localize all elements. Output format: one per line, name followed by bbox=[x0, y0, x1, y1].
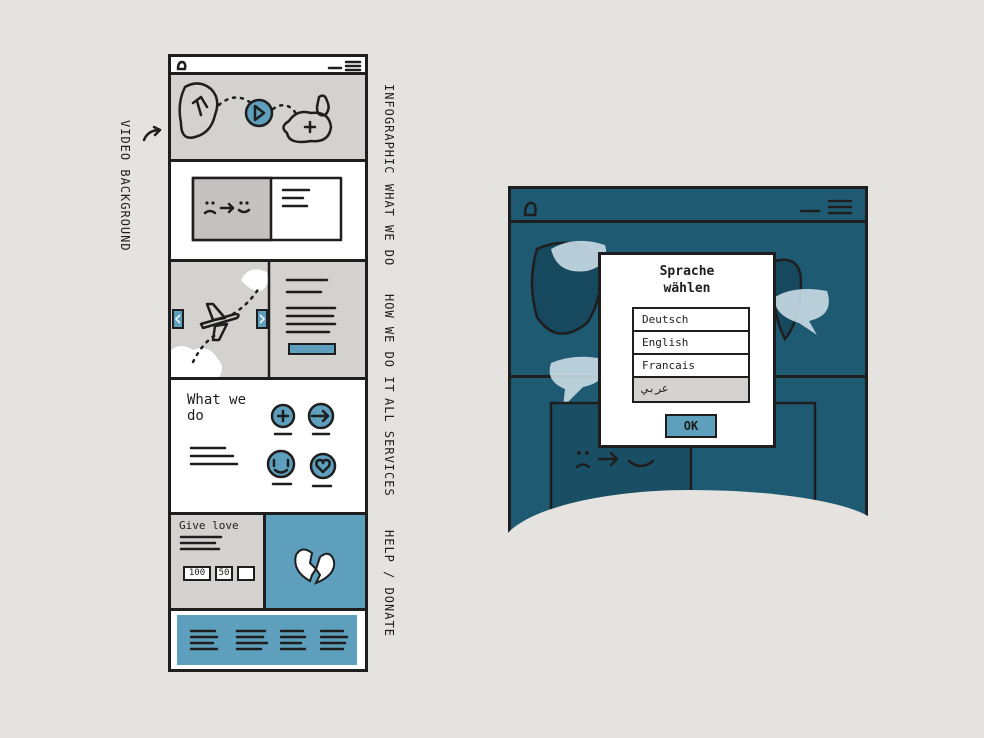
annotation-arrow-icon bbox=[142, 125, 162, 142]
infographic-sketch bbox=[178, 82, 333, 144]
sad-to-happy-icon bbox=[575, 451, 655, 469]
next-arrow-button bbox=[256, 309, 268, 329]
map-island-icon bbox=[178, 82, 219, 139]
cta-button bbox=[288, 343, 336, 355]
language-option-list: Deutsch English Francais عربي bbox=[632, 307, 750, 403]
wire-what-we-do bbox=[171, 162, 365, 262]
text-lines-placeholder bbox=[281, 188, 311, 208]
footer-panel bbox=[177, 615, 357, 665]
device-header bbox=[511, 189, 865, 223]
how-we-do-it-sketch bbox=[171, 262, 337, 377]
what-we-do-sketch bbox=[191, 176, 343, 242]
language-modal: Sprache wählen Deutsch English Francais … bbox=[598, 252, 776, 448]
wireframe-page: What we do bbox=[168, 54, 368, 672]
help-text-lines bbox=[179, 535, 223, 551]
pin-marker-icon bbox=[191, 95, 209, 117]
donate-amount-100[interactable]: 100 bbox=[183, 566, 211, 581]
wire-help-donate: Give love 100 50 bbox=[171, 515, 365, 611]
language-option-arabic[interactable]: عربي bbox=[634, 378, 748, 401]
donate-amount-custom[interactable] bbox=[237, 566, 255, 581]
device-header-icons bbox=[523, 199, 853, 217]
donate-amount-50[interactable]: 50 bbox=[215, 566, 233, 581]
services-sketch bbox=[189, 402, 337, 488]
wire-footer bbox=[171, 611, 365, 669]
location-icon bbox=[315, 94, 330, 117]
annotation-video-background: VIDEO BACKGROUND bbox=[118, 120, 132, 252]
wire-all-services: What we do bbox=[171, 380, 365, 515]
text-lines-placeholder bbox=[189, 446, 239, 466]
footer-link-columns bbox=[189, 629, 349, 651]
wire-header bbox=[171, 57, 365, 75]
cloud-plus-icon bbox=[282, 110, 333, 144]
language-option-francais[interactable]: Francais bbox=[634, 355, 748, 378]
logo-icon bbox=[176, 60, 187, 71]
prev-arrow-button bbox=[172, 309, 184, 329]
annotation-help-donate: HELP / DONATE bbox=[382, 530, 396, 637]
sad-to-happy-icon bbox=[203, 201, 251, 215]
service-happy-face-icon bbox=[266, 449, 296, 486]
language-option-english[interactable]: English bbox=[634, 332, 748, 355]
services-heading: What we do bbox=[187, 392, 247, 424]
airplane-icon bbox=[199, 302, 240, 342]
device-fade-edge bbox=[500, 490, 880, 590]
modal-title: Sprache wählen bbox=[659, 264, 715, 296]
annotation-infographic: INFOGRAPHIC bbox=[382, 84, 396, 175]
play-button-icon bbox=[244, 98, 274, 128]
logo-icon bbox=[523, 201, 537, 217]
service-arrow-icon bbox=[307, 402, 335, 436]
heart-image-panel bbox=[263, 515, 365, 608]
annotation-what-we-do: WHAT WE DO bbox=[382, 184, 396, 267]
annotation-how-we-do-it: HOW WE DO IT bbox=[382, 294, 396, 393]
service-plus-icon bbox=[270, 403, 296, 436]
hamburger-menu-icon bbox=[344, 60, 362, 72]
ok-button[interactable]: OK bbox=[665, 414, 717, 438]
wire-how-we-do-it bbox=[171, 262, 365, 380]
text-lines-placeholder bbox=[285, 278, 337, 334]
broken-heart-icon bbox=[294, 548, 336, 585]
service-heart-icon bbox=[309, 452, 337, 488]
language-option-deutsch[interactable]: Deutsch bbox=[634, 309, 748, 332]
donate-panel bbox=[171, 515, 263, 608]
help-heading: Give love bbox=[179, 519, 239, 532]
wire-header-icons bbox=[176, 60, 362, 72]
hamburger-menu-icon bbox=[827, 199, 853, 215]
annotation-all-services: ALL SERVICES bbox=[382, 398, 396, 497]
wire-hero-infographic bbox=[171, 75, 365, 162]
